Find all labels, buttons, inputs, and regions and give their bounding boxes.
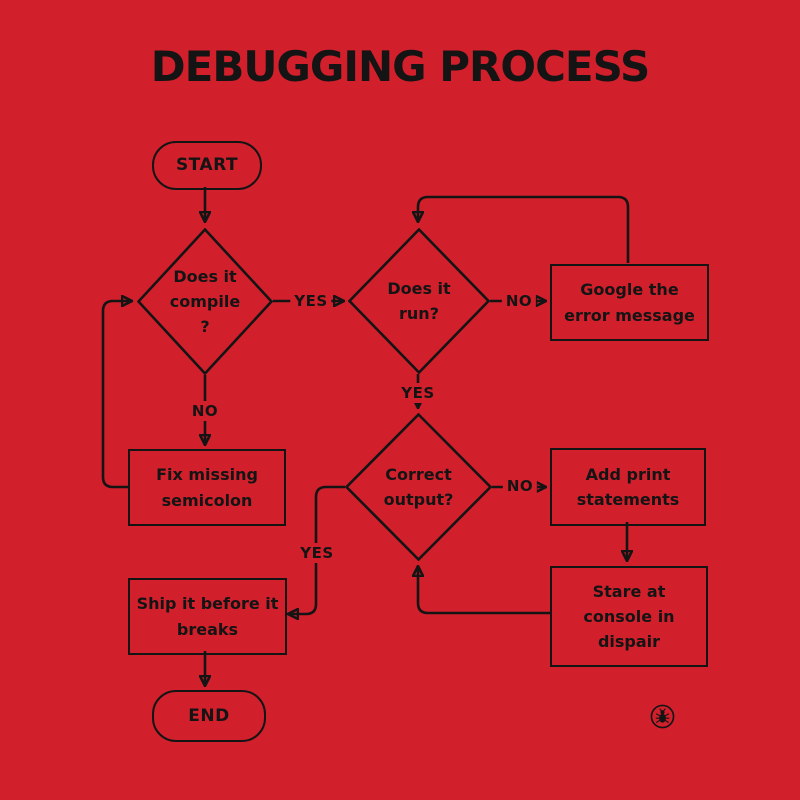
edge-label-run-no: NO <box>501 291 537 311</box>
edge-label-correct-no: NO <box>502 476 538 496</box>
edge-label-correct-yes: YES <box>296 543 338 563</box>
diamond-shape <box>348 228 490 374</box>
bug-icon <box>650 704 675 729</box>
node-start: START <box>152 141 262 190</box>
node-google-error-label: Google the error message <box>564 280 695 325</box>
node-google-error: Google the error message <box>550 264 709 341</box>
diamond-shape <box>137 228 273 375</box>
node-decision-correct-output-label: Correct output? <box>383 464 454 509</box>
page-title: DEBUGGING PROCESS <box>150 42 650 91</box>
node-decision-run: Does it run? <box>348 228 490 374</box>
edge-label-compile-yes: YES <box>290 291 332 311</box>
edge-google-loop-to-run <box>418 195 630 263</box>
node-start-label: START <box>175 155 239 176</box>
edge-stare-loop-to-correct <box>418 567 550 615</box>
node-fix-semicolon: Fix missing semicolon <box>128 449 286 526</box>
node-fix-semicolon-label: Fix missing semicolon <box>156 465 258 510</box>
node-end: END <box>152 690 266 742</box>
node-stare-console: Stare at console in dispair <box>550 566 708 667</box>
node-ship-it-label: Ship it before it breaks <box>136 594 279 639</box>
node-decision-compile: Does it compile ? <box>137 228 273 375</box>
edge-label-compile-no: NO <box>187 401 223 421</box>
edge-fix-loop-to-compile <box>101 301 131 489</box>
node-stare-console-label: Stare at console in dispair <box>583 581 675 652</box>
node-add-print: Add print statements <box>550 448 706 526</box>
node-decision-run-label: Does it run? <box>387 278 451 323</box>
edge-label-run-yes: YES <box>397 383 439 403</box>
diamond-shape <box>345 413 492 561</box>
node-ship-it: Ship it before it breaks <box>128 578 287 655</box>
node-decision-compile-label: Does it compile ? <box>169 266 241 337</box>
node-add-print-label: Add print statements <box>576 464 680 509</box>
node-end-label: END <box>188 705 230 726</box>
node-decision-correct-output: Correct output? <box>345 413 492 561</box>
